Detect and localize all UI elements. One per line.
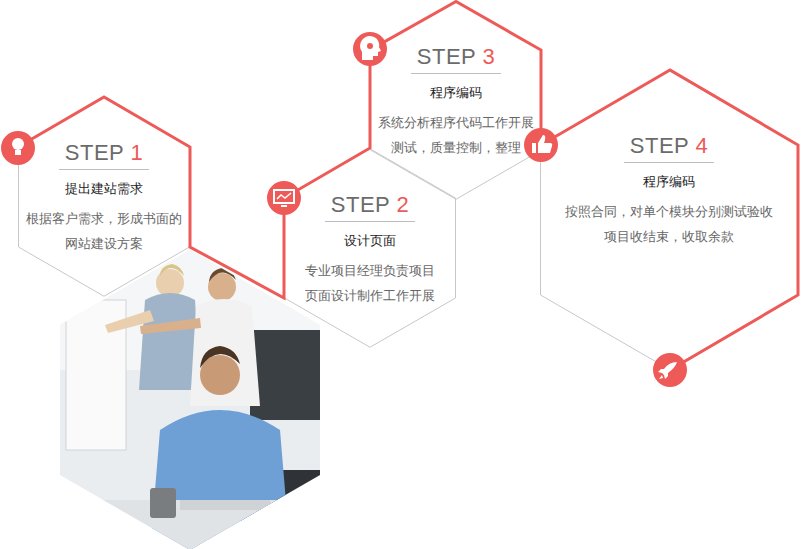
hexagon-outline [18, 97, 190, 297]
step-title: 程序编码 [540, 173, 798, 191]
step-number: STEP 3 [411, 44, 501, 74]
step-title: 程序编码 [370, 84, 542, 102]
head-gear-icon [353, 32, 387, 66]
step-description: 专业项目经理负责项目 页面设计制作工作开展 [303, 258, 437, 308]
step-title: 设计页面 [284, 232, 456, 250]
red-outline [18, 2, 798, 371]
step-row: STEP 3 [370, 44, 542, 74]
step-content: STEP 1 提出建站需求根据客户需求，形成书面的 网站建设方案 [18, 140, 190, 256]
step-description: 系统分析程序代码工作开展 测试，质量控制，整理 [376, 110, 536, 160]
step-content: STEP 3 程序编码系统分析程序代码工作开展 测试，质量控制，整理 [370, 44, 542, 160]
step-row: STEP 4 [540, 133, 798, 163]
step-number: STEP 4 [624, 133, 714, 163]
monitor-icon [267, 181, 301, 215]
step-row: STEP 2 [284, 192, 456, 222]
step-hexagon: STEP 2 设计页面专业项目经理负责项目 页面设计制作工作开展 [284, 148, 456, 348]
step-description: 根据客户需求，形成书面的 网站建设方案 [24, 206, 184, 256]
step-content: STEP 4 程序编码按照合同，对单个模块分别测试验收 项目收结束，收取余款 [540, 133, 798, 249]
thumbs-up-icon [524, 128, 558, 162]
step-number: STEP 1 [59, 140, 149, 170]
hexagon-outline [540, 70, 798, 370]
step-hexagon: STEP 1 提出建站需求根据客户需求，形成书面的 网站建设方案 [18, 97, 190, 297]
step-description: 按照合同，对单个模块分别测试验收 项目收结束，收取余款 [562, 199, 776, 249]
step-number: STEP 2 [325, 192, 415, 222]
step-hexagon: STEP 4 程序编码按照合同，对单个模块分别测试验收 项目收结束，收取余款 [540, 70, 798, 370]
step-hexagon: STEP 3 程序编码系统分析程序代码工作开展 测试，质量控制，整理 [370, 0, 542, 200]
step-content: STEP 2 设计页面专业项目经理负责项目 页面设计制作工作开展 [284, 192, 456, 308]
rocket-icon [653, 353, 687, 387]
bulb-icon [1, 131, 35, 165]
step-title: 提出建站需求 [18, 180, 190, 198]
step-row: STEP 1 [18, 140, 190, 170]
